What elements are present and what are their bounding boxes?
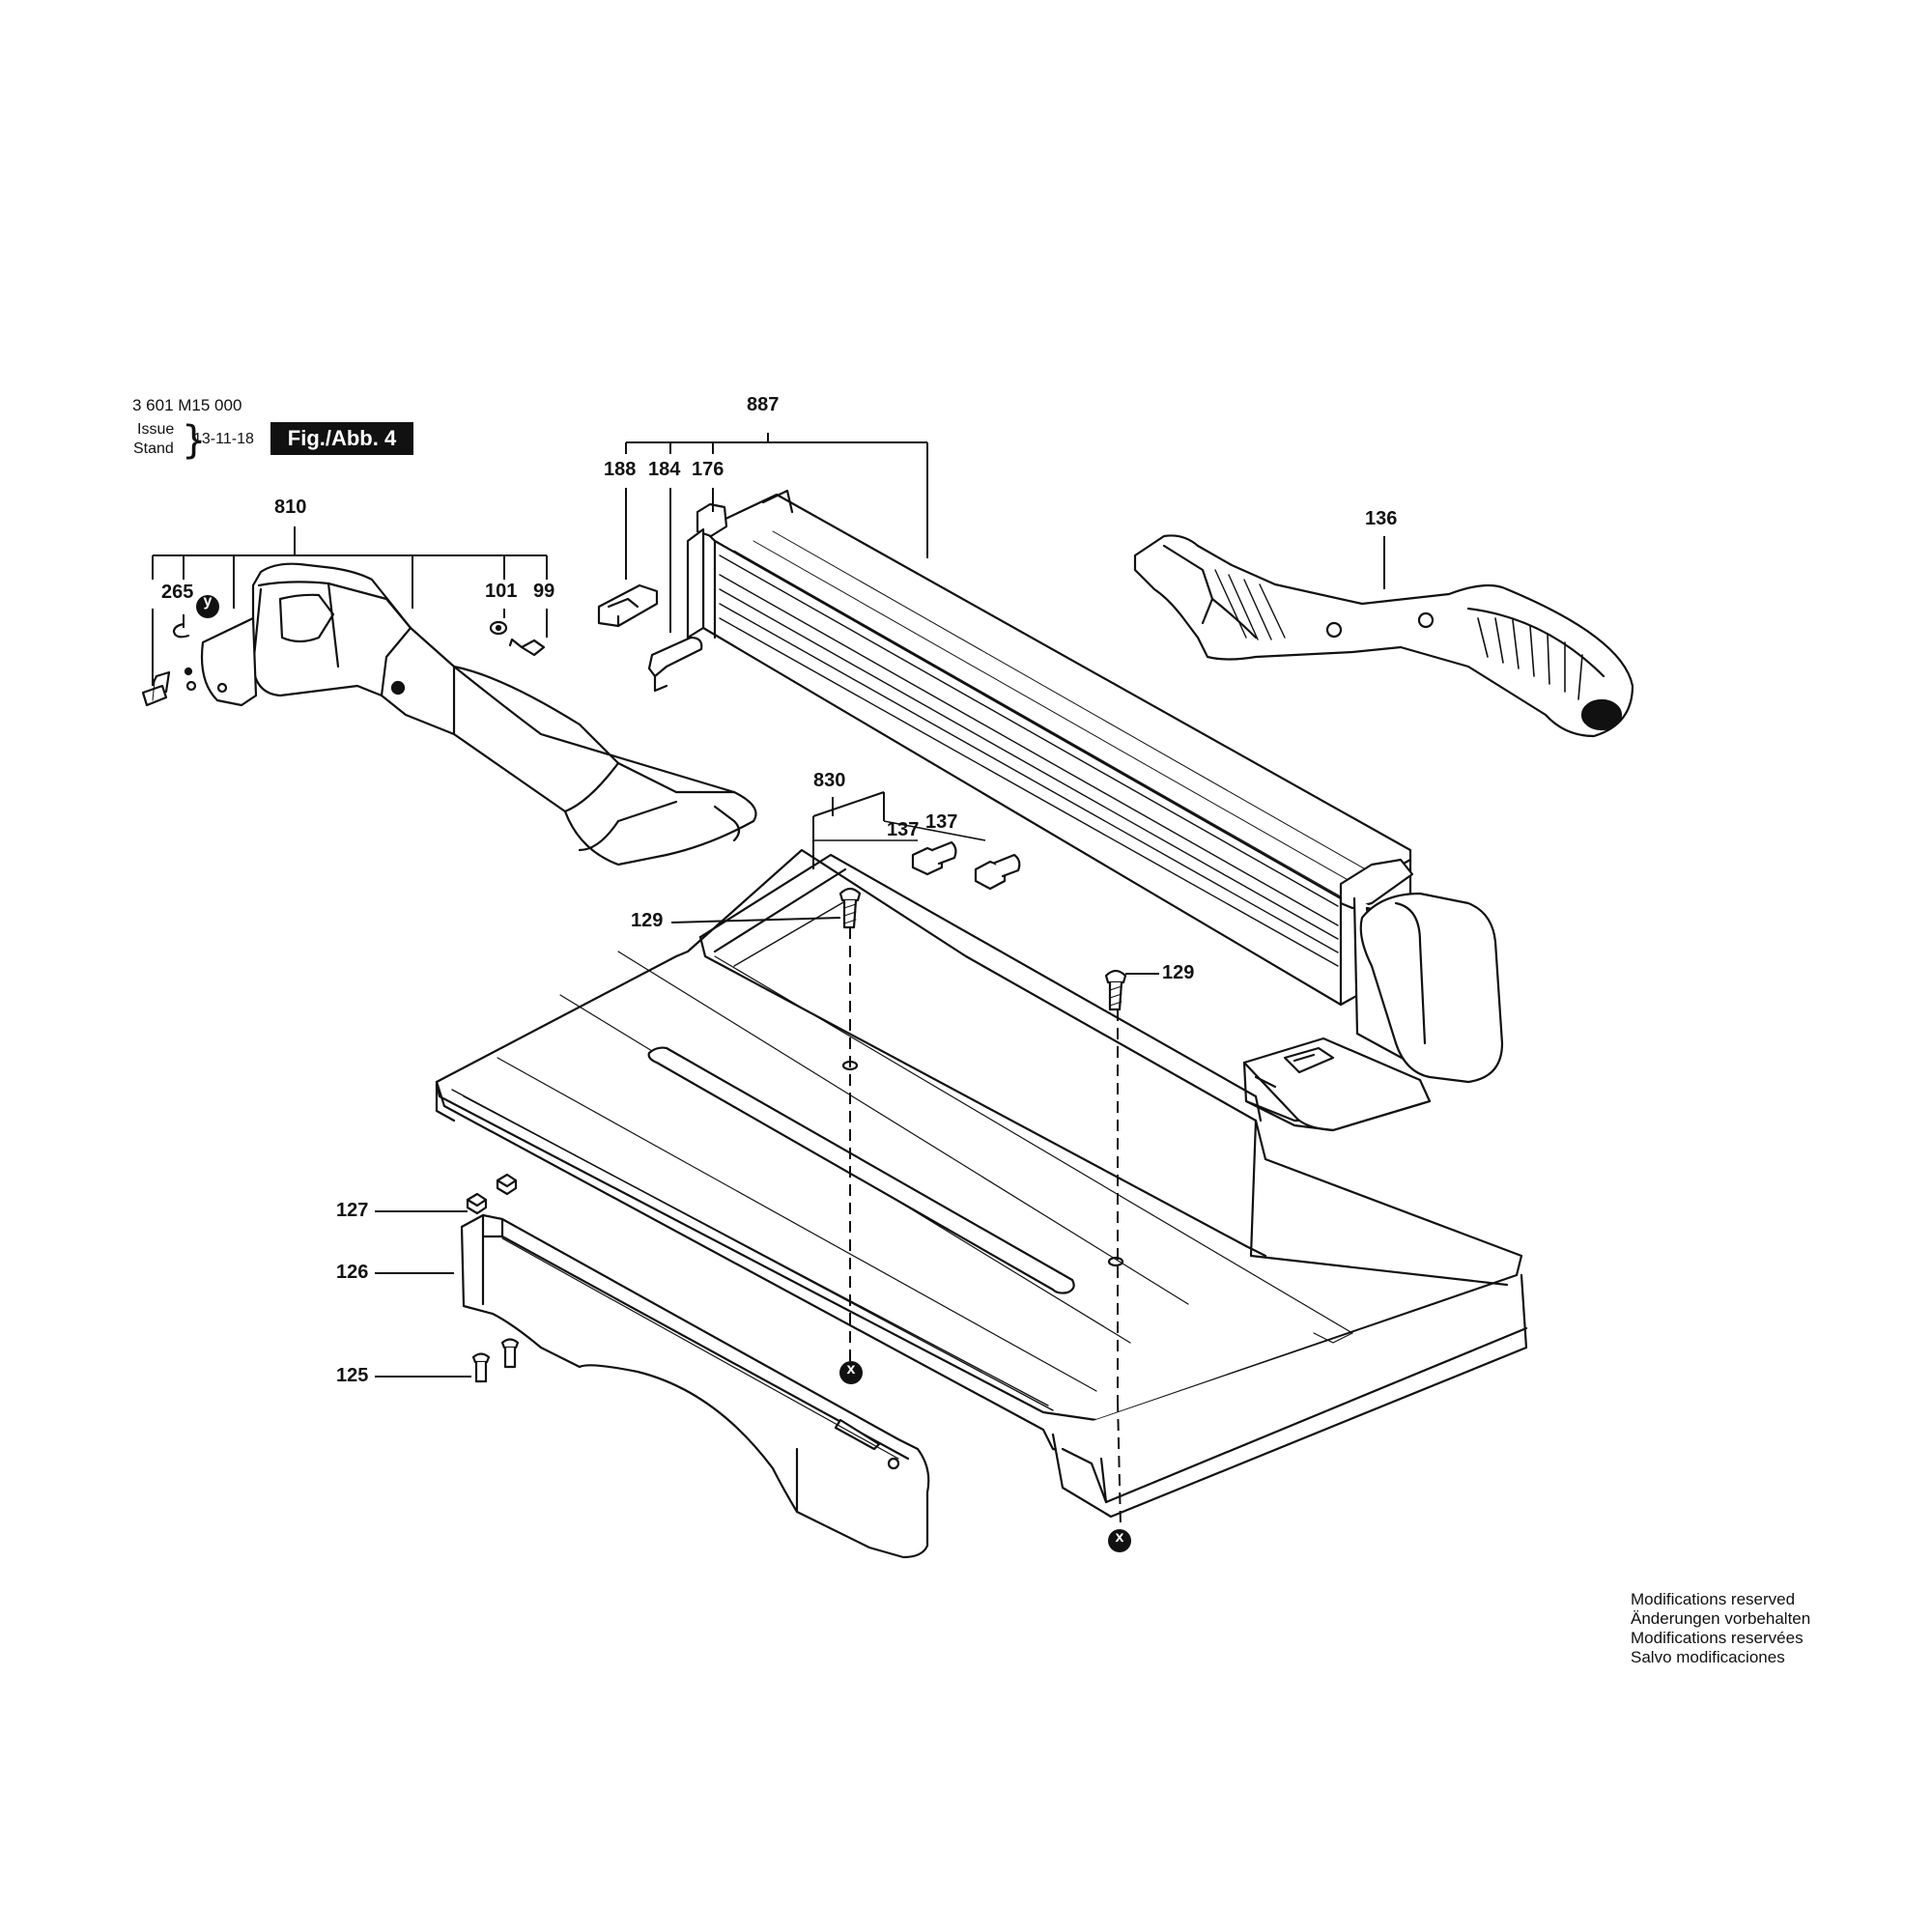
callout-136: 136 [1365, 508, 1398, 529]
part-136-push-stick [1133, 534, 1634, 738]
note-de: Änderungen vorbehalten [1631, 1609, 1811, 1628]
parts-188-184-clips [597, 583, 703, 693]
callout-101: 101 [485, 581, 518, 602]
parts-125-screws [471, 1338, 520, 1383]
note-en: Modifications reserved [1631, 1590, 1796, 1608]
parts-129-screws [838, 887, 1127, 1011]
callout-176: 176 [692, 459, 724, 480]
callout-137-right: 137 [925, 811, 958, 833]
part-810-guard-arm [141, 562, 757, 867]
callout-99: 99 [533, 581, 555, 602]
modification-notes: Modifications reserved Änderungen vorbeh… [1631, 1590, 1810, 1667]
marker-x-right [1108, 1529, 1131, 1552]
brace-symbol: } [182, 418, 207, 463]
callout-125: 125 [336, 1365, 369, 1386]
part-887-rip-fence [686, 489, 1504, 1132]
callout-126: 126 [336, 1262, 369, 1283]
callout-137-left: 137 [887, 819, 920, 840]
callout-129-right: 129 [1162, 962, 1195, 983]
parts-101-99-hardware [489, 620, 546, 657]
parts-137-bolts [911, 840, 1021, 891]
callout-887: 887 [747, 394, 780, 415]
callout-188: 188 [604, 459, 637, 480]
marker-y [196, 595, 219, 618]
marker-x-right-label: x [1115, 1529, 1124, 1546]
callout-127: 127 [336, 1200, 369, 1221]
part-830-table [435, 848, 1528, 1519]
note-fr: Modifications reservées [1631, 1629, 1804, 1647]
issue-date: 13-11-18 [193, 431, 254, 447]
part-number: 3 601 M15 000 [132, 396, 242, 414]
stand-label: Stand [133, 440, 174, 457]
callout-129-left: 129 [631, 910, 664, 931]
marker-x-left-label: x [846, 1361, 856, 1378]
parts-127-nuts [466, 1173, 518, 1215]
note-es: Salvo modificaciones [1631, 1648, 1785, 1666]
figure-label: Fig./Abb. 4 [270, 422, 413, 455]
callout-265: 265 [161, 582, 194, 603]
issue-label: Issue [137, 421, 175, 438]
callout-830: 830 [813, 770, 846, 791]
callout-184: 184 [648, 459, 681, 480]
marker-x-left [839, 1361, 863, 1384]
part-126-side-support [460, 1213, 930, 1559]
callout-810: 810 [274, 497, 307, 518]
marker-y-label: y [203, 593, 213, 610]
